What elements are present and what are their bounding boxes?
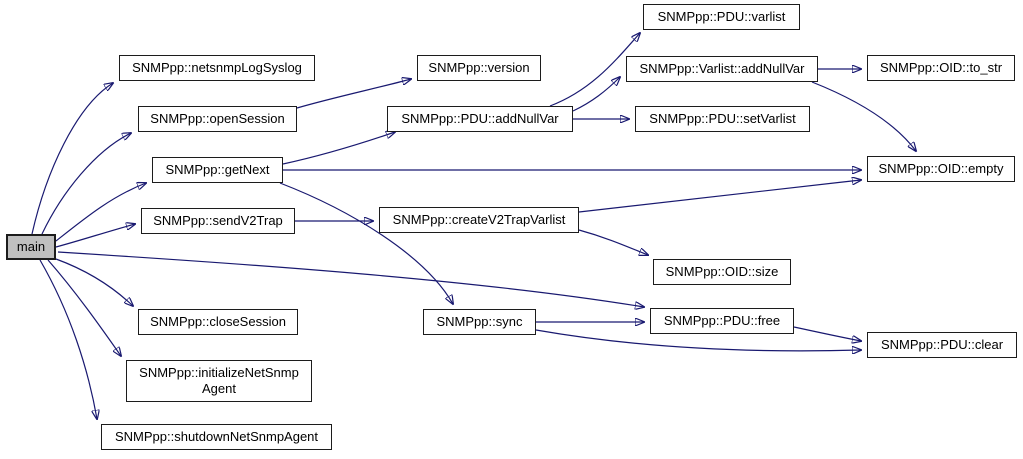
node-create-v2-trap-varlist[interactable]: SNMPpp::createV2TrapVarlist xyxy=(379,207,579,233)
edge-main-to-open-session xyxy=(41,133,131,235)
node-netsnmp-log-syslog[interactable]: SNMPpp::netsnmpLogSyslog xyxy=(119,55,315,81)
node-pdu-set-varlist[interactable]: SNMPpp::PDU::setVarlist xyxy=(635,106,810,132)
edge-pdu-add-null-var-to-varlist-add-null-var xyxy=(572,77,620,112)
node-get-next[interactable]: SNMPpp::getNext xyxy=(152,157,283,183)
node-sync[interactable]: SNMPpp::sync xyxy=(423,309,536,335)
edge-main-to-initialize-net-snmp-agent xyxy=(47,259,121,356)
node-pdu-add-null-var[interactable]: SNMPpp::PDU::addNullVar xyxy=(387,106,573,132)
node-initialize-net-snmp-agent-line2: Agent xyxy=(202,381,236,396)
node-oid-to-str[interactable]: SNMPpp::OID::to_str xyxy=(867,55,1015,81)
edge-get-next-to-pdu-add-null-var xyxy=(282,132,395,165)
node-main: main xyxy=(6,234,56,260)
node-varlist-add-null-var[interactable]: SNMPpp::Varlist::addNullVar xyxy=(626,56,818,82)
edge-create-v2-trap-varlist-to-oid-empty xyxy=(578,180,861,213)
node-pdu-clear[interactable]: SNMPpp::PDU::clear xyxy=(867,332,1017,358)
node-pdu-varlist[interactable]: SNMPpp::PDU::varlist xyxy=(643,4,800,30)
node-open-session[interactable]: SNMPpp::openSession xyxy=(138,106,297,132)
node-version[interactable]: SNMPpp::version xyxy=(417,55,541,81)
edge-main-to-send-v2-trap xyxy=(55,224,135,248)
node-close-session[interactable]: SNMPpp::closeSession xyxy=(138,309,298,335)
edge-create-v2-trap-varlist-to-oid-size xyxy=(578,229,648,255)
edge-varlist-add-null-var-to-oid-empty xyxy=(811,81,916,151)
edge-main-to-close-session xyxy=(55,258,133,306)
edge-get-next-to-sync xyxy=(279,182,453,304)
node-send-v2-trap[interactable]: SNMPpp::sendV2Trap xyxy=(141,208,295,234)
edge-main-to-shutdown-net-snmp-agent xyxy=(39,259,97,419)
node-shutdown-net-snmp-agent[interactable]: SNMPpp::shutdownNetSnmpAgent xyxy=(101,424,332,450)
node-oid-size[interactable]: SNMPpp::OID::size xyxy=(653,259,791,285)
edge-main-to-get-next xyxy=(55,183,146,242)
node-pdu-free[interactable]: SNMPpp::PDU::free xyxy=(650,308,794,334)
node-oid-empty[interactable]: SNMPpp::OID::empty xyxy=(867,156,1015,182)
edge-main-to-netsnmp-log-syslog xyxy=(31,83,113,235)
edge-open-session-to-version xyxy=(296,79,411,109)
edge-pdu-free-to-pdu-clear xyxy=(793,326,861,341)
node-initialize-net-snmp-agent[interactable]: SNMPpp::initializeNetSnmp Agent xyxy=(126,360,312,402)
edge-main-to-pdu-free xyxy=(57,251,644,307)
node-initialize-net-snmp-agent-line1: SNMPpp::initializeNetSnmp xyxy=(139,364,299,380)
